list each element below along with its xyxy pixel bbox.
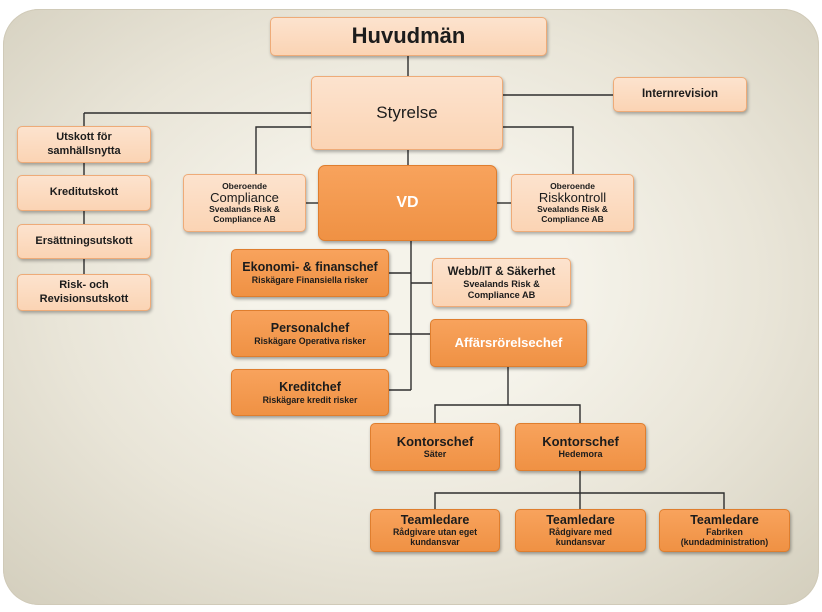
node-kontorschef-hedemora: Kontorschef Hedemora [515, 423, 646, 471]
node-committee-kreditutskott: Kreditutskott [17, 175, 151, 211]
teamledare-sub-line: Rådgivare med [548, 526, 613, 537]
committee-label-line: samhällsnytta [47, 144, 121, 157]
teamledare-sub-line: (kundadministration) [680, 536, 769, 547]
teamledare-sub-line: kundansvar [555, 536, 606, 547]
riskkontroll-org-line: Svealands Risk & [537, 204, 608, 215]
compliance-prefix: Oberoende [222, 180, 267, 191]
connector-teamledare-bus [434, 492, 725, 509]
node-vd-title: VD [396, 194, 419, 212]
node-vd: VD [318, 165, 497, 241]
node-internrevision-title: Internrevision [641, 88, 719, 101]
compliance-org-line: Compliance AB [213, 213, 276, 224]
teamledare-title: Teamledare [400, 513, 470, 528]
teamledare-sub-line: Fabriken [706, 526, 743, 537]
node-kontorschef-sater: Kontorschef Säter [370, 423, 500, 471]
ekonomichef-subtitle: Riskägare Finansiella risker [251, 275, 369, 286]
affarsrorelsechef-title: Affärsrörelsechef [454, 334, 563, 350]
teamledare-title: Teamledare [546, 513, 615, 528]
connector-styrelse-riskkontroll [503, 126, 574, 174]
webb-it-org-line: Compliance AB [467, 289, 536, 300]
node-ekonomichef: Ekonomi- & finanschef Riskägare Finansie… [231, 249, 389, 297]
kreditchef-subtitle: Riskägare kredit risker [262, 394, 358, 405]
node-huvudman: Huvudmän [270, 17, 547, 56]
ekonomichef-title: Ekonomi- & finanschef [242, 260, 378, 275]
node-compliance: Oberoende Compliance Svealands Risk & Co… [183, 174, 306, 232]
committee-label-line: Risk- och [59, 279, 109, 292]
connector-kontorschef-bus [434, 404, 581, 423]
kontorschef-title: Kontorschef [542, 433, 619, 449]
node-affarsrorelsechef: Affärsrörelsechef [430, 319, 587, 367]
node-kreditchef: Kreditchef Riskägare kredit risker [231, 369, 389, 416]
webb-it-title: Webb/IT & Säkerhet [447, 266, 556, 279]
node-committee-samhallsnytta: Utskott för samhällsnytta [17, 126, 151, 163]
node-styrelse-title: Styrelse [376, 102, 438, 122]
personalchef-subtitle: Riskägare Operativa risker [254, 335, 366, 346]
node-personalchef: Personalchef Riskägare Operativa risker [231, 310, 389, 357]
personalchef-title: Personalchef [270, 320, 350, 335]
committee-label-line: Utskott för [56, 131, 112, 144]
kreditchef-title: Kreditchef [279, 379, 341, 394]
committee-label-line: Ersättningsutskott [35, 234, 133, 247]
node-teamledare-med-kundansvar: Teamledare Rådgivare med kundansvar [515, 509, 646, 552]
compliance-org-line: Svealands Risk & [209, 204, 280, 215]
node-styrelse: Styrelse [311, 76, 503, 150]
teamledare-sub-line: Rådgivare utan eget [392, 526, 478, 537]
node-teamledare-utan-kundansvar: Teamledare Rådgivare utan eget kundansva… [370, 509, 500, 552]
teamledare-sub-line: kundansvar [410, 536, 460, 547]
teamledare-title: Teamledare [690, 513, 759, 528]
node-committee-ersattningsutskott: Ersättningsutskott [17, 224, 151, 259]
kontorschef-location: Hedemora [558, 449, 603, 460]
committee-label-line: Revisionsutskott [39, 292, 129, 305]
node-webb-it: Webb/IT & Säkerhet Svealands Risk & Comp… [432, 258, 571, 307]
node-huvudman-title: Huvudmän [351, 23, 466, 49]
connector-styrelse-compliance [255, 126, 311, 174]
kontorschef-location: Säter [423, 449, 447, 460]
compliance-title: Compliance [210, 190, 279, 205]
node-internrevision: Internrevision [613, 77, 747, 112]
committee-label-line: Kreditutskott [49, 186, 119, 199]
riskkontroll-org-line: Compliance AB [541, 213, 604, 224]
node-teamledare-fabriken: Teamledare Fabriken (kundadministration) [659, 509, 790, 552]
kontorschef-title: Kontorschef [396, 433, 474, 449]
riskkontroll-prefix: Oberoende [550, 180, 595, 191]
riskkontroll-title: Riskkontroll [538, 190, 607, 205]
node-committee-revisionsutskott: Risk- och Revisionsutskott [17, 274, 151, 311]
node-riskkontroll: Oberoende Riskkontroll Svealands Risk & … [511, 174, 634, 232]
webb-it-org-line: Svealands Risk & [463, 279, 540, 290]
